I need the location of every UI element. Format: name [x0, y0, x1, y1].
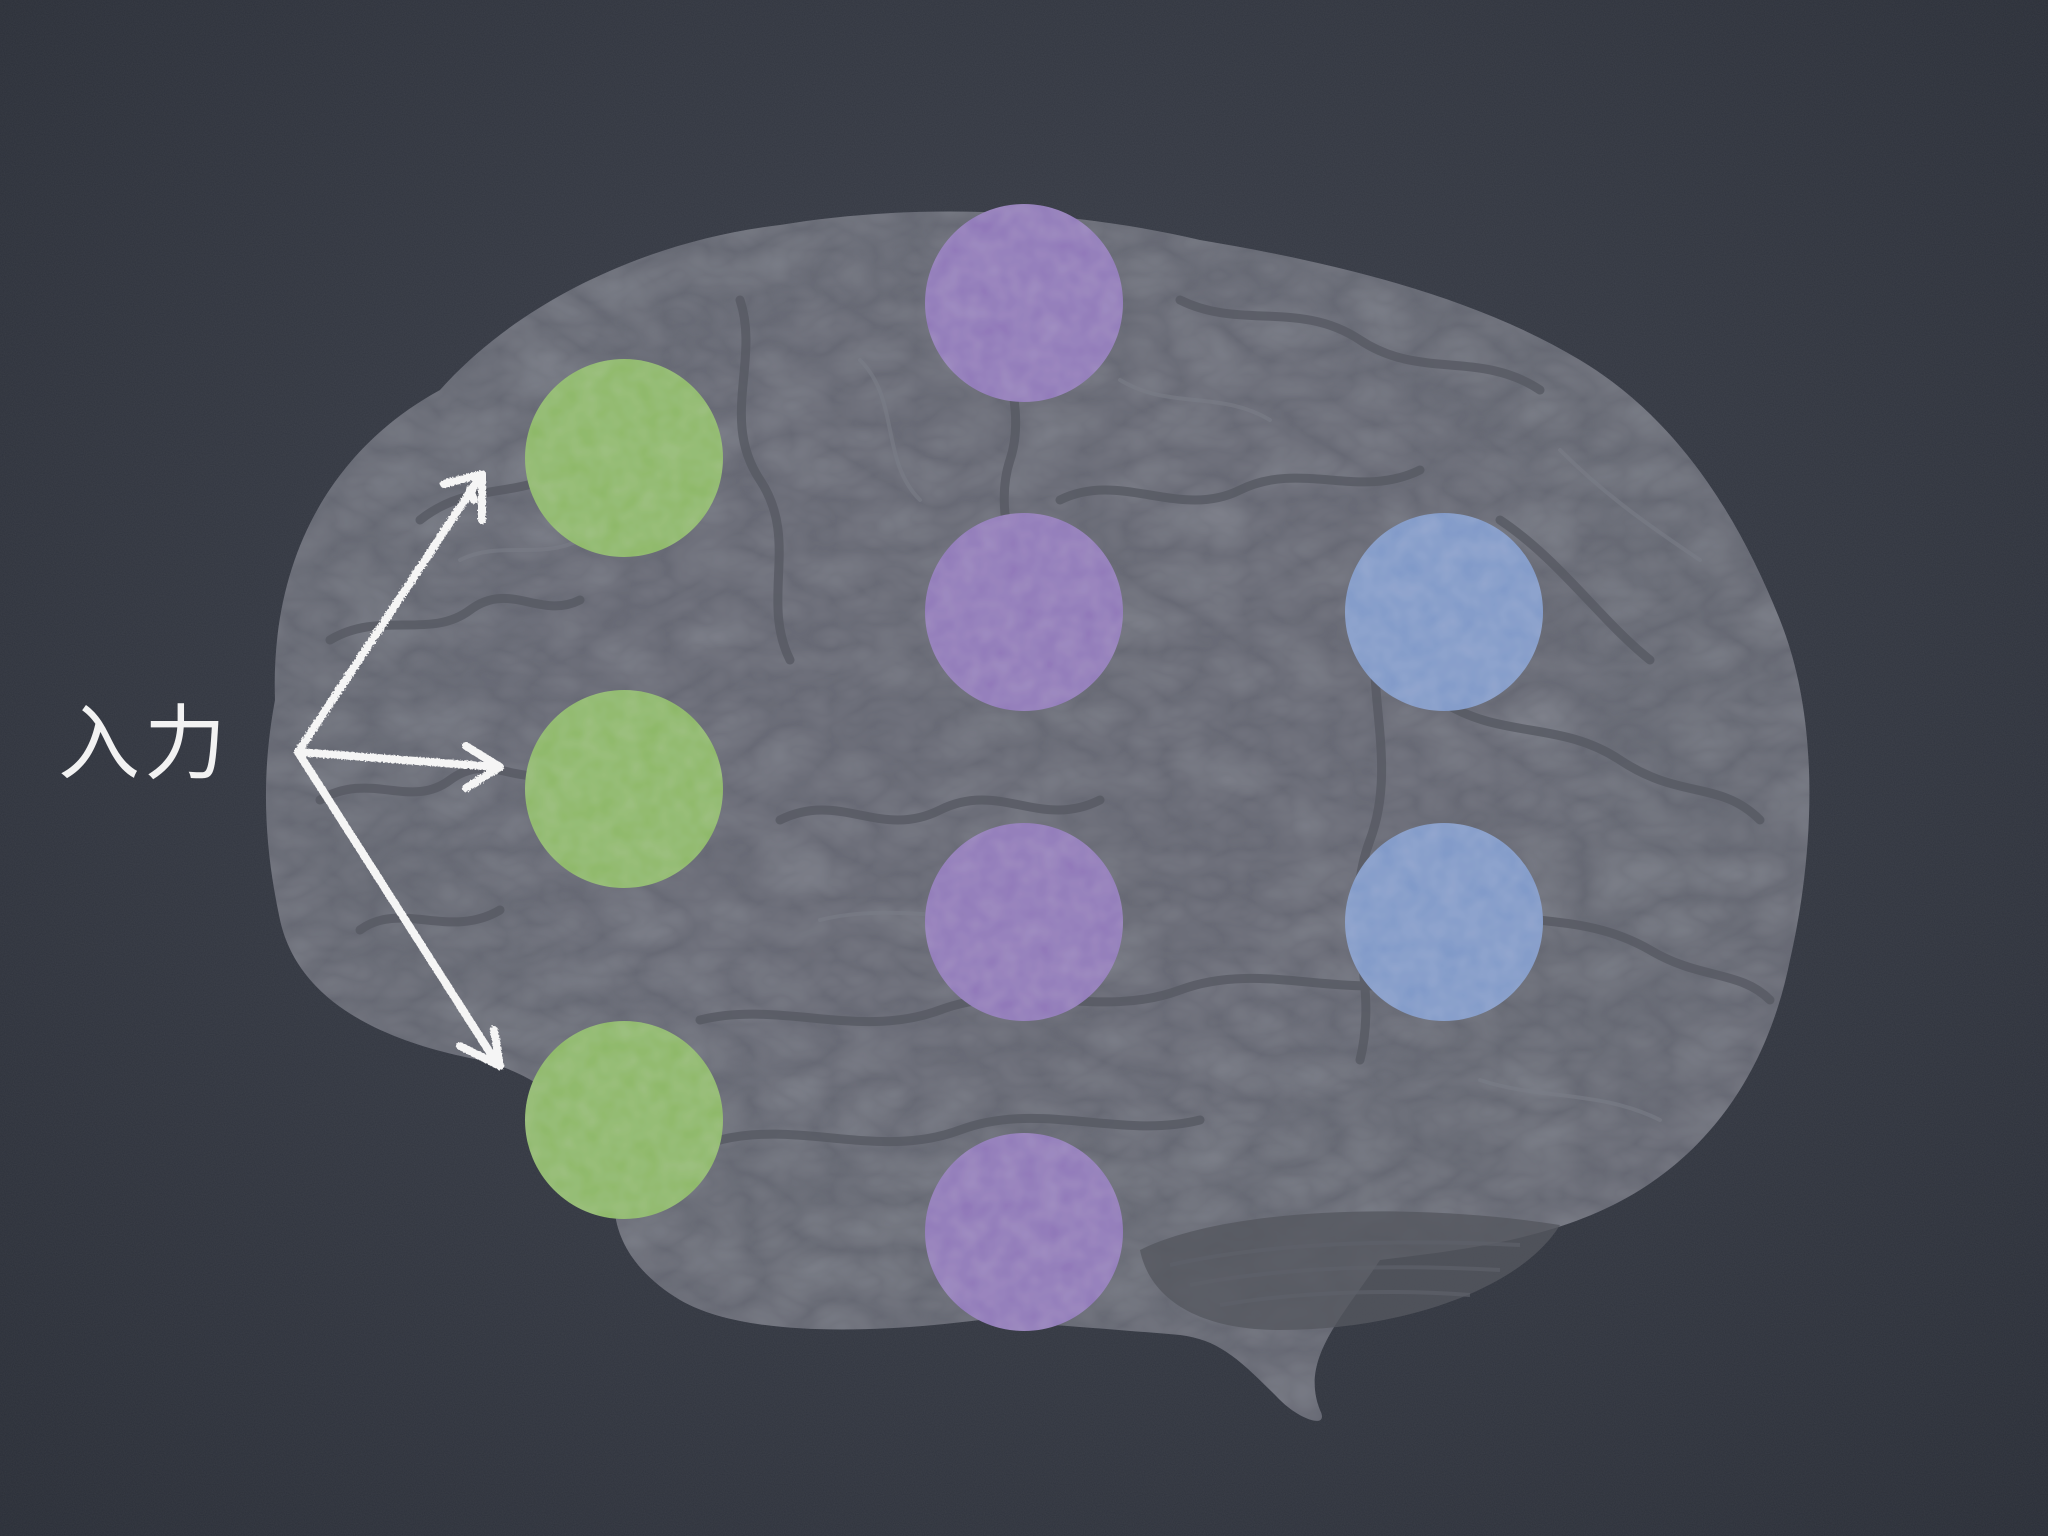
output-node: [1345, 513, 1543, 711]
hidden-node: [925, 823, 1123, 1021]
chalk-arrow-icon: [294, 470, 486, 756]
chalk-arrow-icon: [294, 748, 504, 1070]
input-label: 入力: [58, 697, 231, 792]
output-node: [1345, 823, 1543, 1021]
chalk-arrow-icon: [294, 742, 504, 792]
hidden-node: [925, 1133, 1123, 1331]
output-layer: [1345, 513, 1543, 1021]
input-node: [525, 359, 723, 557]
input-node: [525, 690, 723, 888]
hidden-node: [925, 513, 1123, 711]
input-layer: [525, 359, 723, 1219]
input-arrows: [294, 470, 504, 1070]
hidden-node: [925, 204, 1123, 402]
hidden-layer: [925, 204, 1123, 1331]
input-node: [525, 1021, 723, 1219]
